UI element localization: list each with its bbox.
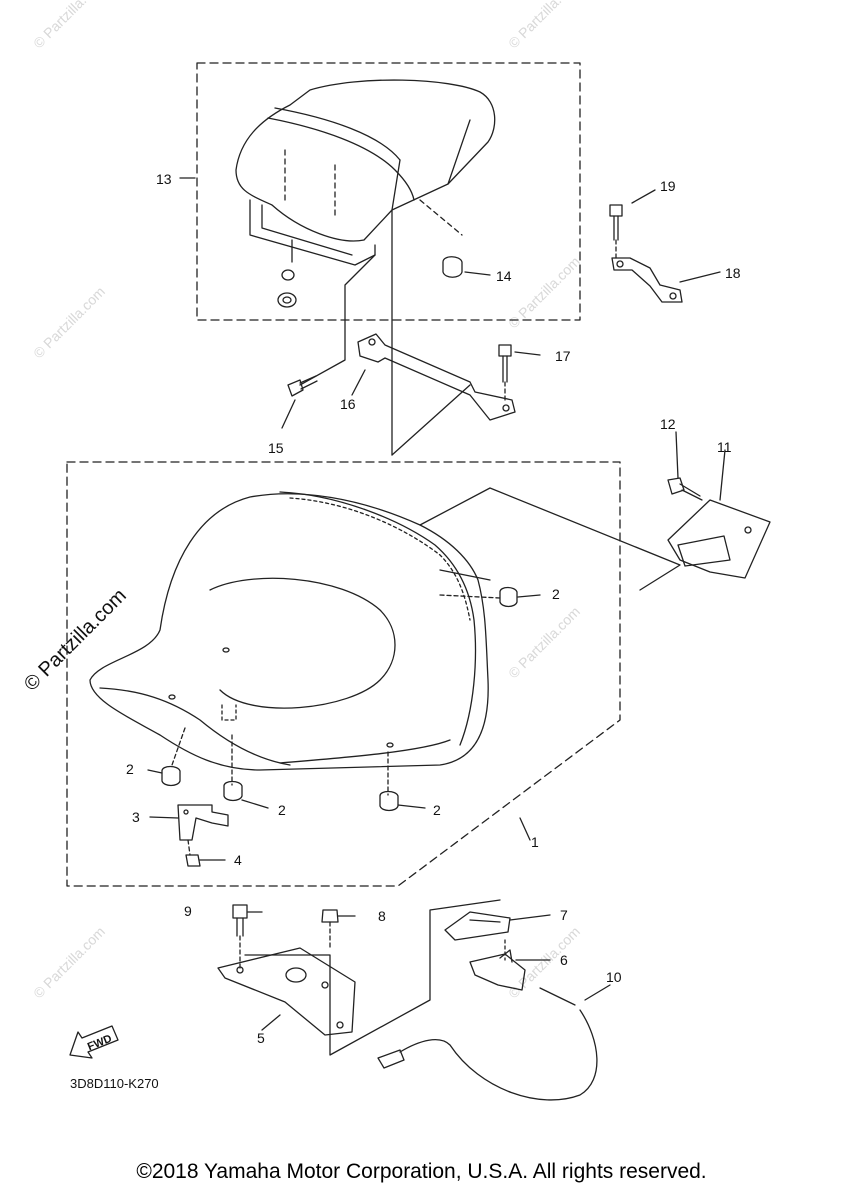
callout-2: 2 [433,802,441,818]
copyright-notice: ©2018 Yamaha Motor Corporation, U.S.A. A… [136,1160,707,1183]
damper-2c [223,780,243,802]
callout-18: 18 [725,265,741,281]
callout-13: 13 [156,171,172,187]
callout-1: 1 [531,834,539,850]
callout-5: 5 [257,1030,265,1046]
callout-8: 8 [378,908,386,924]
diagram-reference-code: 3D8D110-K270 [70,1076,159,1091]
seat-lock-11 [667,477,771,579]
callout-7: 7 [560,907,568,923]
callout-2: 2 [552,586,560,602]
bolt-15 [287,375,318,397]
cable-10 [377,987,598,1101]
callout-2: 2 [126,761,134,777]
damper-2d [379,790,399,812]
callout-19: 19 [660,178,676,194]
callout-14: 14 [496,268,512,284]
callout-16: 16 [340,396,356,412]
bolt-17 [498,344,512,401]
callout-9: 9 [184,903,192,919]
callout-10: 10 [606,969,622,985]
nut-8 [321,909,339,951]
callout-3: 3 [132,809,140,825]
main-seat [89,487,681,796]
catch-7 [444,911,511,961]
rear-seat [235,79,496,308]
damper-2a [499,586,518,608]
seat-bracket [357,333,516,421]
fwd-arrow-icon [69,1025,119,1059]
main-seat-assembly-box [66,461,621,887]
bolt-9 [232,904,248,969]
rear-seat-assembly-box [196,62,581,321]
callout-6: 6 [560,952,568,968]
lever-6 [469,949,526,991]
seat-stay [609,204,683,303]
damper-2b [161,765,181,787]
callout-12: 12 [660,416,676,432]
callout-15: 15 [268,440,284,456]
callout-11: 11 [717,439,732,455]
callout-2: 2 [278,802,286,818]
bracket-3 [177,804,229,867]
plate-5 [217,899,501,1056]
callout-17: 17 [555,348,571,364]
callout-4: 4 [234,852,242,868]
